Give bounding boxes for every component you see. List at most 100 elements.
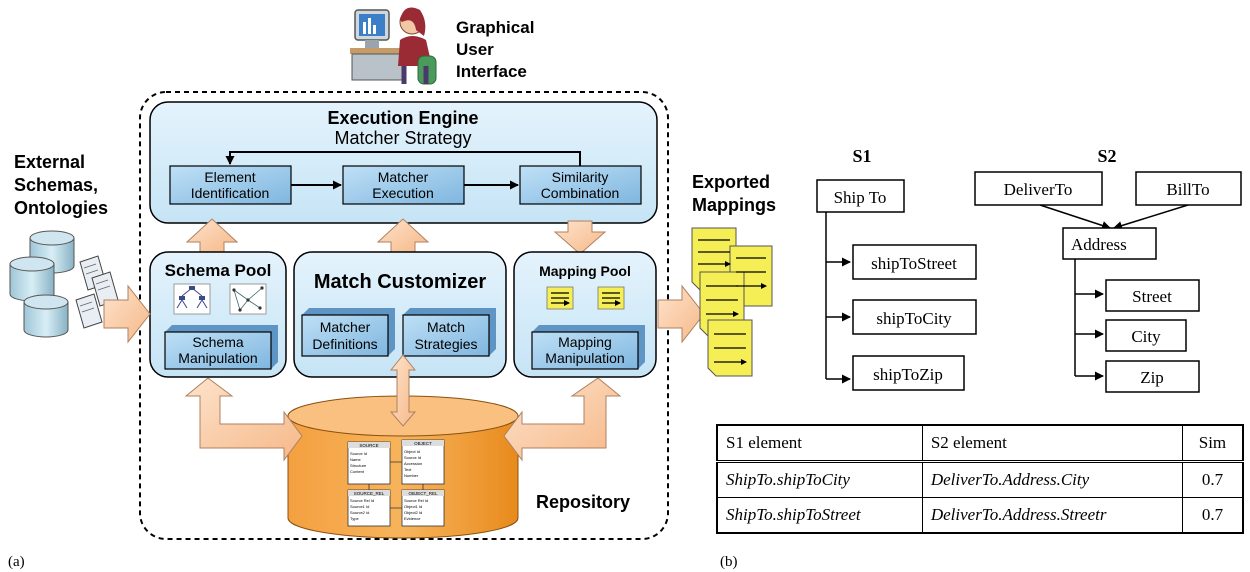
repo-field: Source Rel Id [404,498,428,503]
execution-engine-title: Execution Engine [327,108,478,128]
matcher-defs-line1: Matcher [320,319,371,335]
panel-b-label: (b) [720,554,738,570]
s1-title: S1 [852,146,871,166]
schema-manip-line1: Schema [192,334,244,350]
schema-pool-title: Schema Pool [165,261,272,280]
s2-root-deliverto: DeliverTo [1004,180,1073,199]
repo-field: Accession [404,461,422,466]
repo-field: Source1 Id [350,504,369,509]
step-element-identification: Element Identification [169,165,292,205]
exported-label-line1: Exported [692,172,770,192]
exported-mapping-docs-icon [691,227,773,377]
s1-root-node: Ship To [834,188,887,207]
step-label-1b: Identification [191,185,270,201]
cell-s2-element: DeliverTo.Address.Streetr [921,497,1183,534]
schema-manip-line2: Manipulation [178,350,257,366]
s1-child-street: shipToStreet [871,254,957,273]
repo-table-source: SOURCE Source Id Name Structure Content [347,441,391,485]
matcher-defs-line2: Definitions [312,336,377,352]
repo-field: Number [404,473,419,478]
s2-title: S2 [1097,146,1116,166]
repo-field: Content [350,469,365,474]
repo-field: Source Id [404,455,421,460]
repo-field: Name [350,457,361,462]
cell-s1-element: ShipTo.shipToCity [716,461,923,498]
s2-root-billto: BillTo [1166,180,1209,199]
panel-a-label: (a) [8,554,25,570]
mapping-doc-icon-1 [546,286,573,310]
repo-table-object-rel-name: OBJECT_REL [408,491,438,496]
step-label-1a: Element [204,169,255,185]
repo-field: Type [350,516,359,521]
arrow-schema-pool-repository [184,377,303,462]
header-sim: Sim [1181,424,1244,463]
schema-documents-icon [75,255,119,329]
repo-field: Source Id [350,451,367,456]
arrow-export-mappings [657,284,705,344]
mapping-manip-line2: Manipulation [545,350,624,366]
s2-child-zip: Zip [1140,368,1164,387]
match-customizer-title: Match Customizer [314,271,486,293]
s1-tree: Ship To shipToStreet shipToCity shipToZi… [816,179,977,391]
match-strategies-box: Match Strategies [402,308,496,357]
s2-address-node: Address [1071,235,1127,254]
repo-field: Evidence [404,516,421,521]
table-row: ShipTo.shipToCity DeliverTo.Address.City… [716,461,1244,498]
arrow-schema-pool-to-engine [185,218,239,253]
step-matcher-execution: Matcher Execution [342,165,465,205]
arrow-customizer-to-engine [376,218,430,253]
repo-table-source-name: SOURCE [359,443,378,448]
gui-label-line3: Interface [456,62,527,81]
mapping-doc-icon-2 [597,286,624,310]
exported-label-line2: Mappings [692,195,776,215]
cell-s2-element: DeliverTo.Address.City [921,461,1183,498]
external-label-line1: External [14,152,85,172]
arrow-customizer-repository [389,354,417,427]
repo-field: Object1 Id [404,504,422,509]
table-row: ShipTo.shipToStreet DeliverTo.Address.St… [716,497,1244,534]
mapping-pool-title: Mapping Pool [539,263,631,279]
cell-sim: 0.7 [1181,461,1244,498]
cell-s1-element: ShipTo.shipToStreet [716,497,923,534]
step-similarity-combination: Similarity Combination [519,165,642,205]
mapping-manip-line1: Mapping [558,334,612,350]
s1-child-city: shipToCity [876,309,952,328]
mapping-manipulation-box: Mapping Manipulation [531,325,645,370]
cell-sim: 0.7 [1181,497,1244,534]
step-label-3a: Similarity [552,169,609,185]
repository-title: Repository [536,492,630,512]
gui-label-line1: Graphical [456,18,534,37]
repo-table-source-rel: SOURCE_REL Source Rel Id Source1 Id Sour… [347,489,391,527]
repo-field: Structure [350,463,367,468]
matcher-strategy-subtitle: Matcher Strategy [334,128,471,148]
schema-graph-icon [229,283,267,315]
repo-field: Object2 Id [404,510,422,515]
gui-label-line2: User [456,40,494,59]
s2-child-city: City [1131,327,1161,346]
matcher-definitions-box: Matcher Definitions [301,308,395,357]
step-label-2b: Execution [372,185,433,201]
repo-table-links [368,461,424,509]
repo-field: Source2 Id [350,510,369,515]
match-strat-line1: Match [427,319,465,335]
repo-table-object: OBJECT Object Id Source Id Accession Tex… [401,439,445,485]
repo-table-object-rel: OBJECT_REL Source Rel Id Object1 Id Obje… [401,489,445,527]
repo-field: Text [404,467,412,472]
external-label-line3: Ontologies [14,198,108,218]
arrow-engine-to-mapping-pool [553,220,607,255]
schema-tree-icon [173,283,211,315]
header-s1-element: S1 element [716,424,923,463]
s2-tree: DeliverTo BillTo Address Street City Zip [974,171,1242,393]
gui-user-icon [350,7,437,85]
schema-manipulation-box: Schema Manipulation [164,325,278,370]
repo-table-source-rel-name: SOURCE_REL [354,491,385,496]
step-label-3b: Combination [541,185,620,201]
step-label-2a: Matcher [378,169,429,185]
arrow-import-schemas [103,284,151,344]
database-cylinders-icon [9,230,75,338]
table-header-row: S1 element S2 element Sim [716,424,1244,463]
repo-field: Object Id [404,449,420,454]
repo-table-object-name: OBJECT [414,441,432,446]
similarity-table: S1 element S2 element Sim ShipTo.shipToC… [716,424,1244,534]
